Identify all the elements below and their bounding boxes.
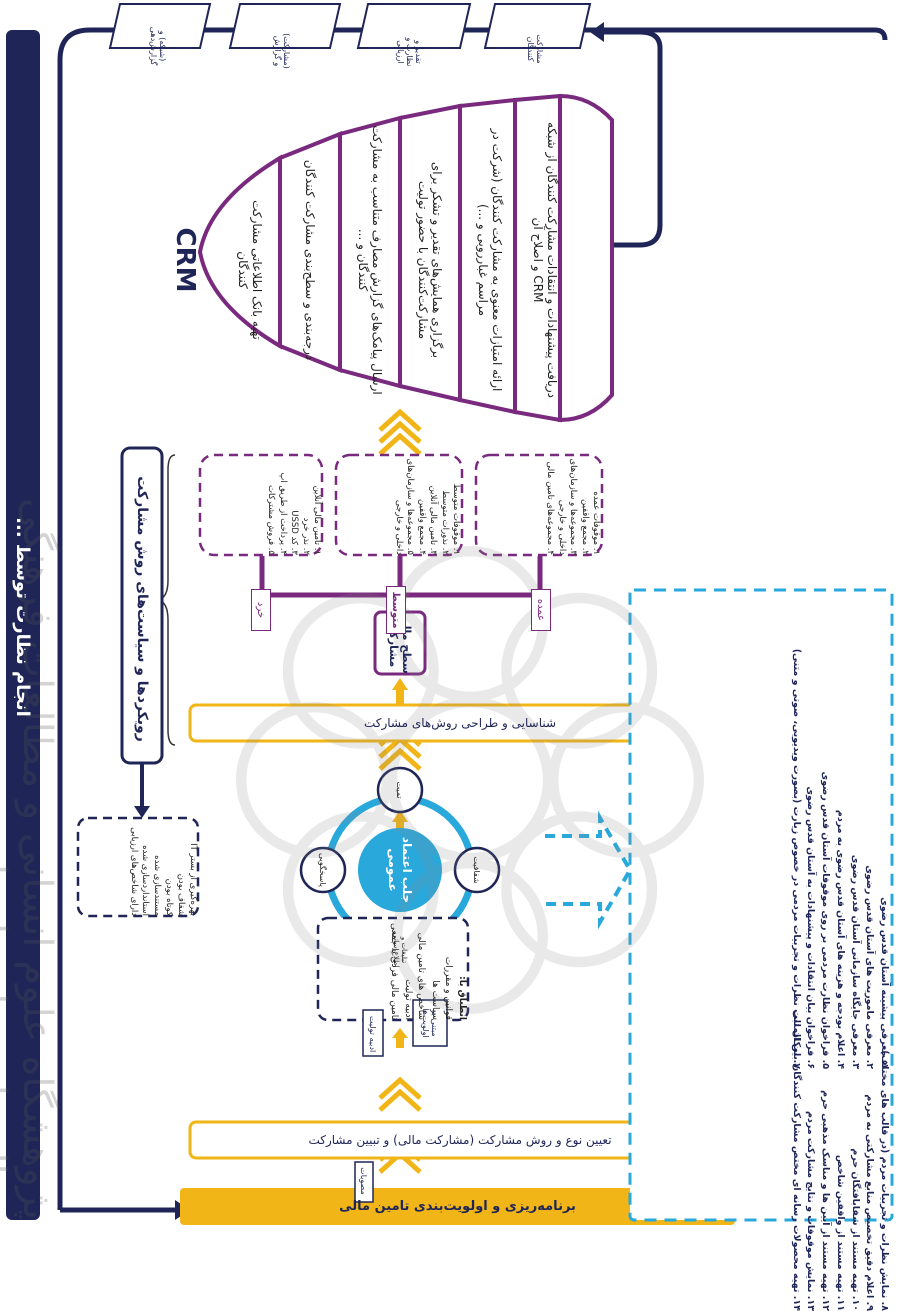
- level-card-khord: [198, 453, 324, 557]
- crm-layer-1: تهیه بانک اطلاعاتی مشارکت کنندگان: [236, 200, 264, 340]
- list-item: سیاست ها: [430, 980, 440, 1020]
- arrow-up-level: [392, 678, 408, 690]
- list-item: ۳. تامین مالی آنلاین: [428, 485, 439, 555]
- cyan-dashed-arrow: [545, 810, 633, 930]
- list-item: شفاف بودن: [176, 873, 187, 916]
- tatbigh-title: انطباق با:: [457, 976, 467, 1020]
- list-item: شاخص های تامین مالی: [416, 932, 427, 1020]
- arrow-up-tatbigh: [392, 810, 408, 822]
- list-item: ۹. اعلام دقیق تخصیص منابع مشارکتی به مرد…: [864, 1094, 876, 1311]
- list-item: مستندسازی شده: [152, 855, 163, 916]
- crm-layer-4: برگزاری همایش‌های تقدیر و تشکر برای مشار…: [416, 161, 444, 359]
- level-tag-omdeh: عمده: [531, 589, 551, 631]
- level-tag-motavaset: متوسط: [386, 586, 406, 634]
- crm-layer-3: ارسال پیامک‌های گزارش مصارف متناسب به مش…: [356, 125, 384, 395]
- list-item: ۲. نذر خرد: [300, 517, 311, 555]
- level-items-omdeh: ۱. موقوفات عمده ۲. مجمع واقفین ۳. مجموعه…: [475, 455, 601, 555]
- list-item: ۲. نذورات متوسط: [439, 490, 450, 555]
- left-bar: [6, 30, 40, 1220]
- tag-mosavabat: مصوبات: [359, 1167, 369, 1195]
- approaches-label: رویکردها و سیاست‌های روش مشارکت: [134, 476, 150, 742]
- list-item: ۱۳. نمایش موقوفات و نتایج مشارکت مردم: [805, 1110, 817, 1311]
- list-item: دارای شاخص‌های ارزیابی: [128, 827, 139, 916]
- crm-return-arrowhead: [590, 22, 604, 42]
- top-tab-2: (مشارکت) و گزارش: [273, 33, 291, 69]
- list-item: قوانین و مقررات: [443, 956, 454, 1020]
- outer-loop-line: [57, 27, 888, 1210]
- list-item: تامین مالی فردی یا جمعی: [389, 922, 400, 1020]
- tatbigh-box: [316, 916, 470, 1022]
- list-item: بهره‌گیری از بستر IT: [188, 843, 198, 916]
- list-item: ۳. کد USSD: [289, 510, 300, 555]
- top-tab-3: تقدیر و نظارت و ارزیابی: [396, 37, 424, 67]
- list-item: ۱. تامین مالی آنلاین: [312, 485, 322, 555]
- list-left-column: ۸. نمایش نظرات و تجربیات مردم (در قالب ه…: [629, 871, 891, 1311]
- crm-return-line: [600, 29, 663, 248]
- left-bar-label: انجام نظارت توسط ...: [12, 517, 34, 717]
- tatbigh-content: انطباق با: قوانین و مقررات سیاست ها شاخص…: [318, 918, 468, 1020]
- diagram-canvas: [6, 3, 894, 1225]
- level-items-motavaset: ۱. موقوفات متوسط ۲. نذورات متوسط ۳. تامی…: [335, 455, 461, 555]
- list-item: کوتاه بودن: [164, 878, 175, 916]
- list-item: ۲. مجمع واقفین: [579, 498, 590, 555]
- list-item: ۱۱. تهیه مستند از واقفین شاخص: [834, 1154, 846, 1311]
- crm-cone: [197, 93, 614, 423]
- flow-bar-bottom: [180, 1188, 735, 1225]
- level-tag-khord: خرد: [251, 589, 271, 631]
- crm-layer-5: ارائه امتیازات معنوی به مشارکت کنندگان (…: [476, 128, 504, 392]
- list-item: ۴. مجموعه‌های تامین مالی: [545, 461, 556, 555]
- top-tabs: [108, 3, 592, 49]
- criteria-content: بهره‌گیری از بستر IT شفاف بودن کوتاه بود…: [78, 818, 198, 916]
- flow-bar-lower-label: تعیین نوع و روش مشارکت (مشارکت مالی) و ت…: [308, 1133, 612, 1147]
- list-item: ۱۴. تهیه محصولات رسانه ای مختص مشارکت کن…: [790, 1009, 802, 1311]
- flow-bar-middle-label: شناسایی و طراحی روش‌های مشارکت: [363, 716, 557, 730]
- level-card-motavaset: [334, 453, 464, 557]
- list-item: استانداردسازی شده: [140, 845, 151, 916]
- list-item: ۱۰. تهیه مستند از شفابافتگان حرم: [849, 1148, 861, 1311]
- list-item: ۴. پرداخت از طریق اپ: [277, 472, 288, 555]
- list-item: ۳. مجموعه‌ها و سازمان‌های داخلی و خارجی: [556, 458, 579, 555]
- criteria-box: [76, 816, 200, 918]
- top-tab-4: مشارکت کنندگان: [526, 34, 544, 64]
- list-item: ۱. موقوفات متوسط: [451, 483, 461, 555]
- crm-title: CRM: [170, 227, 200, 293]
- list-item: ۵. مجموعه‌ها و سازمان‌های داخلی و خارجی: [393, 458, 416, 555]
- trust-core: [358, 828, 442, 912]
- satellite-left: پاسخگویی: [318, 853, 328, 887]
- crm-layer-2: درجه‌بندی و سطح‌بندی مشارکت کنندگان: [303, 159, 317, 361]
- top-tab-1: (شبکه) و گزارش‌دهی: [149, 26, 167, 66]
- list-item: ۱. موقوفات عمده: [591, 491, 601, 555]
- list-item: ادبیه تولیت: [403, 979, 413, 1020]
- list-item: ۸. نمایش نظرات و تجربیات مردم (در قالب ه…: [879, 1050, 890, 1311]
- list-item: ۱۲. تهیه مستند از آیین ها و مناسک مذهبی …: [820, 1090, 832, 1311]
- trust-core-label: جلب اعتماد عمومی: [386, 836, 414, 904]
- satellite-top: تمیت: [395, 781, 405, 799]
- satellite-right: شفافیت: [472, 856, 482, 884]
- crm-layer-6: دریافت پیشنهادات و انتقادات مشارکت کنندگ…: [531, 122, 559, 398]
- list-item: ۴. مجمع واقفین: [416, 498, 427, 555]
- level-card-omdeh: [474, 453, 604, 557]
- flow-bar-bottom-label: برنامه‌ریزی و اولویت‌بندی تامین مالی: [339, 1199, 576, 1214]
- list-item: ۵. فروش مشترکات: [266, 485, 277, 555]
- list-box: [628, 588, 894, 1222]
- level-items-khord: ۱. تامین مالی آنلاین ۲. نذر خرد ۳. کد US…: [200, 455, 322, 555]
